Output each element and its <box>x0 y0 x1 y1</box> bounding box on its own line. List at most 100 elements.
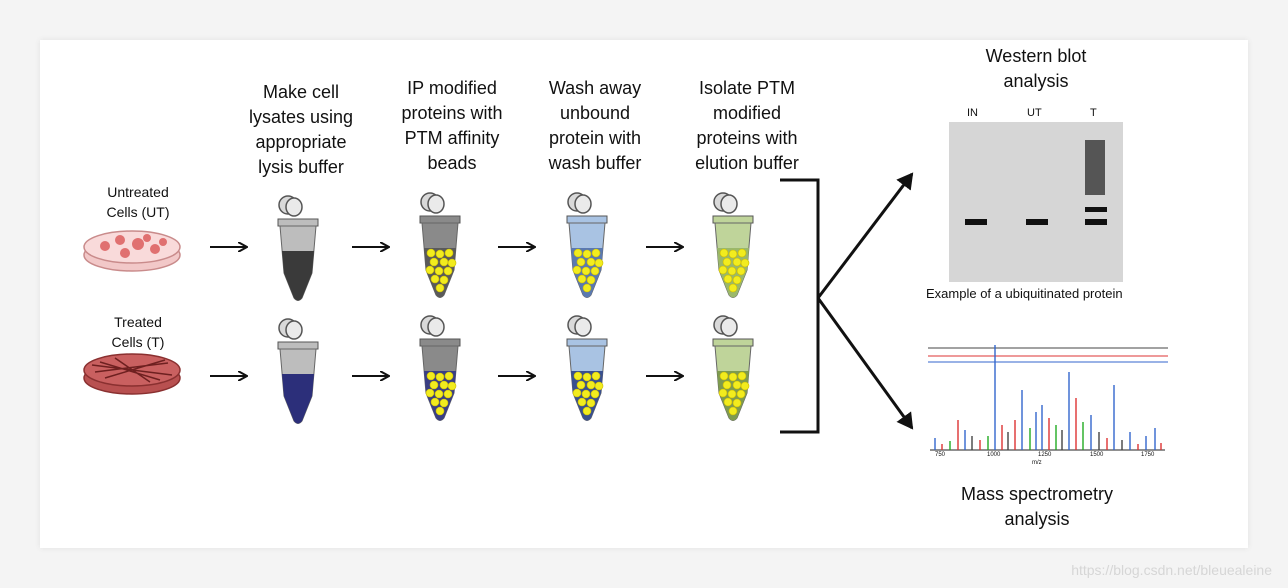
affinity-bead <box>577 274 587 284</box>
lane-label-ut: UT <box>1027 107 1042 119</box>
affinity-bead <box>426 371 436 381</box>
affinity-bead <box>732 275 742 285</box>
ms-tick-1000: 1000 <box>987 452 1001 458</box>
blot-band <box>965 219 987 225</box>
affinity-bead <box>727 389 737 399</box>
affinity-bead <box>722 257 732 267</box>
affinity-bead <box>439 257 449 267</box>
ms-axis-label: m/z <box>1032 460 1042 466</box>
output-arrows <box>816 172 914 430</box>
affinity-bead <box>740 381 750 391</box>
step-label-wash: Wash away unbound protein with wash buff… <box>548 78 642 173</box>
microtube <box>277 195 319 301</box>
step-label-ip: IP modified proteins with PTM affinity b… <box>401 78 503 173</box>
western-blot-panel <box>949 122 1123 282</box>
affinity-bead <box>582 372 592 382</box>
microtube <box>419 315 461 421</box>
affinity-bead <box>435 372 445 382</box>
affinity-bead <box>586 275 596 285</box>
affinity-bead <box>447 381 457 391</box>
affinity-bead <box>594 381 604 391</box>
affinity-bead <box>581 389 591 399</box>
sample-label-treated: Treated Cells (T) <box>111 314 165 350</box>
affinity-bead <box>443 266 453 276</box>
affinity-bead <box>723 397 733 407</box>
affinity-bead <box>728 283 738 293</box>
affinity-bead <box>444 371 454 381</box>
petri-dish-untreated <box>83 230 181 272</box>
affinity-bead <box>439 380 449 390</box>
affinity-bead <box>430 274 440 284</box>
watermark: https://blog.csdn.net/bleuealeine <box>1071 562 1272 578</box>
affinity-bead <box>737 371 747 381</box>
affinity-bead <box>590 266 600 276</box>
affinity-bead <box>439 275 449 285</box>
ms-tick-1500: 1500 <box>1090 452 1104 458</box>
affinity-bead <box>727 266 737 276</box>
affinity-bead <box>719 248 729 258</box>
affinity-bead <box>434 266 444 276</box>
mass-spec-title: Mass spectrometry analysis <box>960 484 1114 529</box>
lane-label-in: IN <box>967 107 978 119</box>
affinity-bead <box>573 248 583 258</box>
western-blot-title: Western blot analysis <box>985 46 1087 91</box>
affinity-bead <box>426 248 436 258</box>
affinity-bead <box>732 398 742 408</box>
microtube <box>566 315 608 421</box>
affinity-bead <box>728 372 738 382</box>
affinity-bead <box>586 257 596 267</box>
ms-tick-1750: 1750 <box>1141 452 1155 458</box>
affinity-bead <box>723 274 733 284</box>
affinity-bead <box>435 283 445 293</box>
affinity-bead <box>722 380 732 390</box>
affinity-bead <box>577 397 587 407</box>
affinity-bead <box>736 389 746 399</box>
affinity-bead <box>591 248 601 258</box>
affinity-bead <box>728 249 738 259</box>
affinity-bead <box>429 257 439 267</box>
affinity-bead <box>586 380 596 390</box>
microtube <box>277 318 319 424</box>
affinity-bead <box>435 406 445 416</box>
affinity-bead <box>430 397 440 407</box>
flow-arrows <box>210 247 682 376</box>
affinity-bead <box>594 258 604 268</box>
affinity-bead <box>732 380 742 390</box>
affinity-bead <box>425 388 435 398</box>
affinity-bead <box>582 249 592 259</box>
affinity-bead <box>439 398 449 408</box>
mass-spectrum <box>928 345 1168 451</box>
blot-band <box>1085 219 1107 225</box>
blot-band <box>1085 207 1107 212</box>
affinity-bead <box>719 371 729 381</box>
affinity-bead <box>444 248 454 258</box>
affinity-bead <box>582 283 592 293</box>
affinity-bead <box>576 380 586 390</box>
affinity-bead <box>718 388 728 398</box>
affinity-bead <box>736 266 746 276</box>
affinity-bead <box>576 257 586 267</box>
affinity-bead <box>591 371 601 381</box>
affinity-bead <box>732 257 742 267</box>
ms-tick-1250: 1250 <box>1038 452 1052 458</box>
ms-tick-750: 750 <box>935 452 946 458</box>
microtube <box>712 192 754 298</box>
affinity-bead <box>582 406 592 416</box>
affinity-bead <box>718 265 728 275</box>
affinity-bead <box>429 380 439 390</box>
affinity-bead <box>435 249 445 259</box>
affinity-bead <box>581 266 591 276</box>
microtube <box>712 315 754 421</box>
blot-band <box>1026 219 1048 225</box>
affinity-bead <box>443 389 453 399</box>
affinity-bead <box>447 258 457 268</box>
lane-label-t: T <box>1090 107 1097 119</box>
affinity-bead <box>434 389 444 399</box>
affinity-bead <box>586 398 596 408</box>
bracket <box>780 178 820 434</box>
affinity-bead <box>425 265 435 275</box>
affinity-bead <box>573 371 583 381</box>
step-label-lysis: Make cell lysates using appropriate lysi… <box>248 82 354 177</box>
microtube <box>566 192 608 298</box>
